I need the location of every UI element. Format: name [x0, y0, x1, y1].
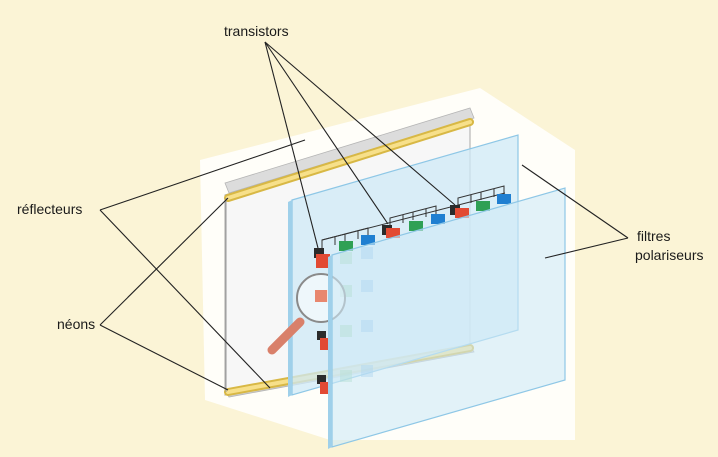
pixel-group: [450, 185, 511, 218]
label-filtres: filtres: [637, 228, 670, 244]
subpixel-green: [409, 221, 423, 231]
polarizing-filter-rear-side: [288, 200, 292, 397]
pixel-row-left-column: [317, 331, 331, 394]
neon-tube-top: [224, 118, 474, 202]
pixel-group: [382, 205, 445, 238]
label-transistors: transistors: [224, 23, 289, 39]
subpixel-blue: [431, 214, 445, 224]
subpixel-red: [386, 228, 400, 238]
label-reflecteurs: réflecteurs: [17, 201, 82, 217]
subpixel-green: [339, 241, 353, 251]
subpixel-blue: [497, 194, 511, 204]
polarizing-filter-front-side: [328, 255, 332, 449]
subpixel-red: [455, 208, 469, 218]
pixel-group: [314, 227, 375, 268]
label-neons: néons: [57, 316, 95, 332]
subpixel-green: [476, 201, 490, 211]
subpixel-red: [316, 254, 330, 268]
reflector-top-edge: [224, 107, 475, 194]
transistor: [314, 248, 324, 258]
label-polariseurs: polariseurs: [635, 247, 703, 263]
subpixel-blue: [361, 235, 375, 245]
leader-lines: [99, 41, 629, 391]
